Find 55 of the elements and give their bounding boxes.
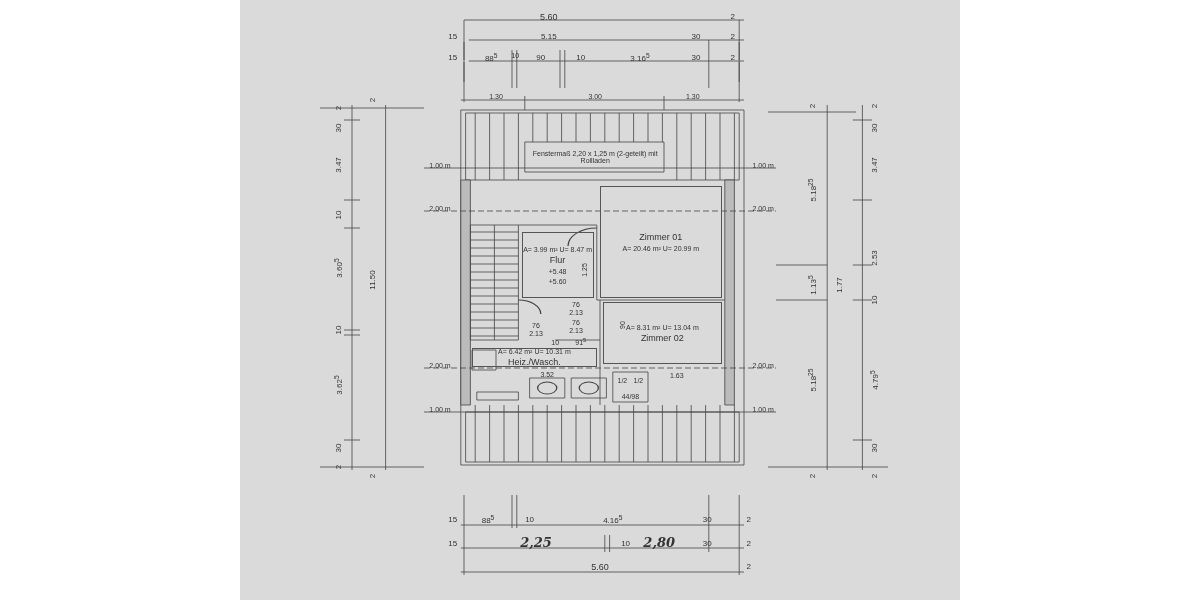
dimension-label: 30 [871,443,880,453]
dimension-label: 2 [871,473,880,479]
dimension-label: 2 [335,105,344,111]
dimension-label: 2 [335,464,344,470]
room [472,348,597,367]
dimension-label: 10 [525,516,535,524]
room [603,302,722,364]
dimension-label: 2 [808,103,817,109]
dimension-label: 10 [576,54,586,62]
room-name: Heiz./Wasch. [508,358,561,367]
dimension-label: 15 [448,516,458,524]
dimension-label: 5.60 [540,12,558,22]
dimension-label: 2 [730,54,735,62]
dimension-label: 2 [746,563,751,571]
dimension-label: 3.47 [871,157,880,173]
dimension-label: 10 [871,295,880,305]
dimension-label: 2 [730,33,735,41]
dimension-label: 3.16$^{5}$ [630,52,650,64]
dimension-label: 1.77 [836,277,844,293]
room [521,232,594,298]
room-name: Zimmer 01 [639,232,683,242]
dimension-label: 90 [536,54,546,62]
dimension-label: 2 [368,97,377,103]
dimension-label: 10 [335,325,344,335]
handwritten-dimension: 2,25 [520,535,552,549]
dimension-label: 30 [702,516,712,524]
room-name: Flur [549,255,566,265]
dimension-label: 2 [746,516,751,524]
dimension-label: 88$^{5}$ [484,52,498,64]
dimension-label: 15 [448,33,458,41]
dimension-label: 30 [702,540,712,548]
dimension-label: 30 [335,443,344,453]
dimension-label: 2 [730,13,735,21]
dimension-label: 3.47 [335,157,344,173]
dimension-label: 2.53 [871,250,880,266]
dimension-label: 30 [691,54,701,62]
dimension-label: 30 [691,33,701,41]
room-name: Zimmer 02 [640,333,684,343]
dimension-label: 2 [368,473,377,479]
dimension-label: 15 [448,54,458,62]
dimension-label: 4.16$^{5}$ [603,514,623,526]
dimension-label: 5.60 [591,562,609,572]
dimension-label: 10 [335,210,344,220]
dimension-label: 2 [871,103,880,109]
handwritten-dimension: 2,80 [643,535,675,549]
dimension-label: 15 [448,540,458,548]
dimension-label: 11.50 [368,270,377,290]
dimension-label: 30 [871,123,880,133]
dimension-label: 30 [335,123,344,133]
dimension-label: 10 [621,540,631,548]
dimension-label: 5.15 [541,33,557,41]
room [600,186,722,298]
dimension-label: 2 [746,540,751,548]
dimension-label: 88$^{5}$ [481,514,495,526]
dimension-label: 2 [808,473,817,479]
